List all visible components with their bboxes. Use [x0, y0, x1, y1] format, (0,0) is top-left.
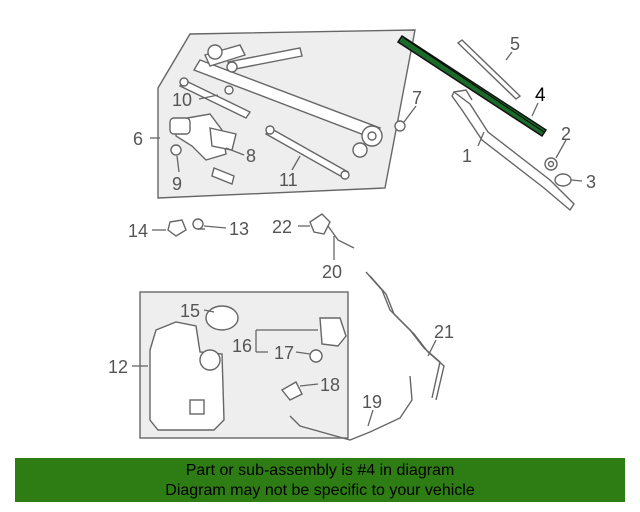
- bolt-part-13: [192, 218, 205, 230]
- grommet-part-22: [309, 213, 331, 235]
- hose-part-19: [289, 375, 413, 441]
- nut-part-14: [167, 219, 187, 237]
- callout-20: 20: [322, 262, 342, 282]
- callout-10: 10: [172, 90, 192, 110]
- wiper-blade-part-4: [396, 34, 548, 138]
- callout-8: 8: [246, 146, 256, 166]
- pivot-cap-part-7: [394, 120, 406, 132]
- callout-5: 5: [510, 34, 520, 54]
- wiper-arm-part-1: [451, 89, 575, 212]
- nut-part-2: [544, 157, 558, 171]
- banner-line-1: Part or sub-assembly is #4 in diagram: [185, 462, 455, 479]
- callout-14: 14: [128, 221, 148, 241]
- hose-part-21: [365, 271, 441, 399]
- banner-line-2: Diagram may not be specific to your vehi…: [165, 482, 475, 499]
- callout-13: 13: [229, 219, 249, 239]
- callout-18: 18: [320, 375, 340, 395]
- callout-labels: 1 2 3 4 5 6 7 8 9 10 11 12 13 14 15 16 1…: [108, 34, 596, 412]
- callout-15: 15: [180, 301, 200, 321]
- parts-diagram: 1 2 3 4 5 6 7 8 9 10 11 12 13 14 15 16 1…: [108, 29, 596, 441]
- callout-7: 7: [412, 88, 422, 108]
- callout-4: 4: [535, 85, 546, 106]
- callout-3: 3: [586, 172, 596, 192]
- callout-21: 21: [434, 322, 454, 342]
- blade-refill-part-5: [456, 39, 522, 100]
- callout-12: 12: [108, 357, 128, 377]
- callout-11: 11: [279, 170, 298, 190]
- linkage-assembly-panel: [157, 29, 416, 199]
- callout-9: 9: [172, 174, 182, 194]
- leader-lines: [132, 51, 583, 427]
- callout-2: 2: [561, 124, 571, 144]
- callout-16: 16: [232, 336, 252, 356]
- cap-part-3: [554, 173, 572, 187]
- callout-6: 6: [133, 129, 143, 149]
- callout-17: 17: [274, 343, 294, 363]
- callout-22: 22: [272, 217, 292, 237]
- reservoir-panel: [139, 291, 349, 439]
- callout-1: 1: [462, 146, 472, 166]
- hose-part-20: [327, 225, 355, 249]
- info-banner: Part or sub-assembly is #4 in diagram Di…: [15, 458, 625, 502]
- callout-19: 19: [362, 392, 382, 412]
